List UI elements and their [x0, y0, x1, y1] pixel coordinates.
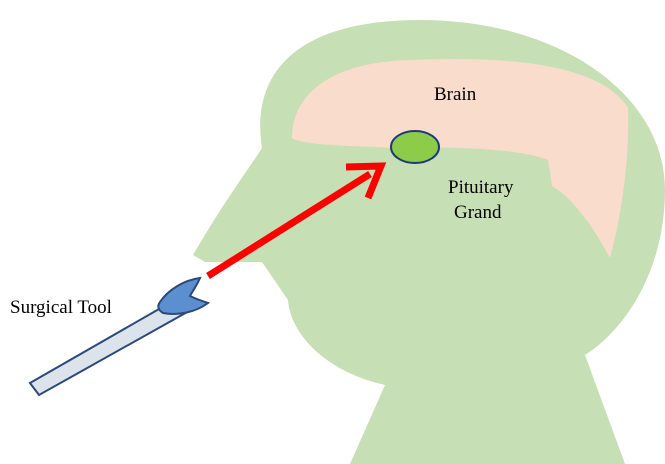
brain-label: Brain: [434, 84, 477, 105]
pituitary-label-line1: Pituitary: [448, 177, 514, 198]
pituitary-label-line2: Grand: [454, 202, 502, 223]
tool-tip: [158, 278, 208, 314]
pituitary-gland: [391, 131, 439, 163]
surgical-tool-label: Surgical Tool: [10, 297, 112, 318]
surgical-tool-icon: [30, 278, 208, 395]
